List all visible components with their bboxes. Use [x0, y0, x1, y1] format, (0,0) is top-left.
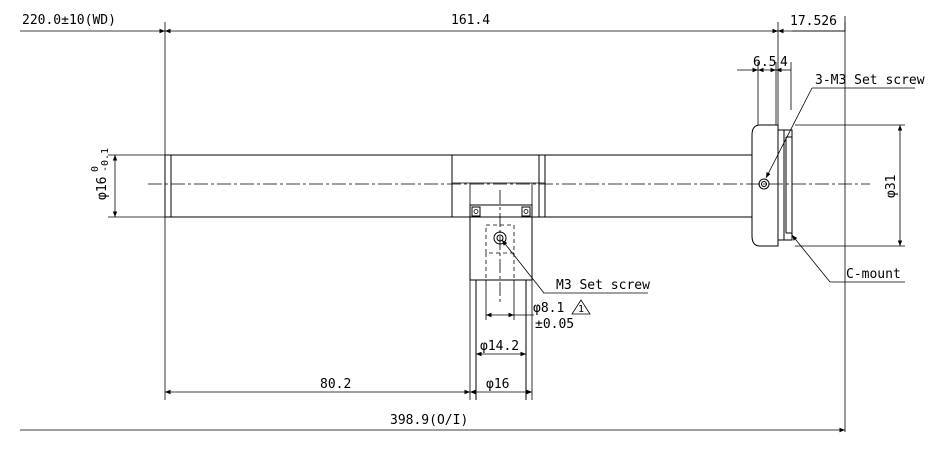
inner-diameter-label: φ14.2: [480, 339, 519, 354]
centerlines: [148, 183, 870, 305]
total-length-label: 398.9(O/I): [390, 413, 468, 428]
setscrew-small-label: 4: [780, 55, 788, 70]
warning-triangle-icon: [571, 299, 591, 315]
bottom-dimension-row: 80.2 φ16: [164, 217, 533, 400]
total-length-dim: 398.9(O/I): [20, 413, 845, 433]
port-tolerance-label: ±0.05: [535, 317, 574, 332]
side-port-block: [452, 182, 545, 400]
port-diameter-label: φ8.1: [533, 301, 564, 316]
mount-diameter-label: φ31: [884, 175, 899, 198]
tube-diameter-dim: φ16 0 -0.1: [90, 148, 165, 218]
warning-mark-label: 1: [578, 304, 584, 315]
c-mount-label: C-mount: [846, 267, 901, 282]
setscrew-offset-dim: 6.5 4: [737, 55, 792, 125]
c-mount-leader: C-mount: [791, 234, 905, 283]
three-m3-label: 3-M3 Set screw: [815, 73, 925, 88]
tube-tol-top: 0: [90, 166, 101, 172]
tube-tol-bottom: -0.1: [100, 148, 111, 172]
setscrew-offset-label: 6.5: [753, 55, 776, 70]
inner-diameter-dim: φ14.2: [476, 339, 526, 357]
port-offset-label: 80.2: [320, 377, 351, 392]
m3-label: M3 Set screw: [556, 278, 650, 293]
block-diameter-label: φ16: [486, 377, 509, 392]
main-tube: [164, 154, 753, 218]
top-dimension-row: 220.0±10(WD) 161.4 17.526: [20, 13, 846, 432]
flange-label: 17.526: [790, 14, 837, 29]
tube-diameter-label: φ16: [95, 177, 110, 200]
mount-diameter-dim: φ31: [795, 124, 905, 247]
three-m3-leader: 3-M3 Set screw: [765, 73, 925, 179]
length-main-label: 161.4: [451, 13, 490, 28]
port-diameter-dim: φ8.1 ±0.05 1: [485, 280, 591, 332]
c-mount-flange: [751, 124, 793, 247]
m3-leader: M3 Set screw: [501, 239, 650, 294]
working-distance-label: 220.0±10(WD): [22, 13, 116, 28]
